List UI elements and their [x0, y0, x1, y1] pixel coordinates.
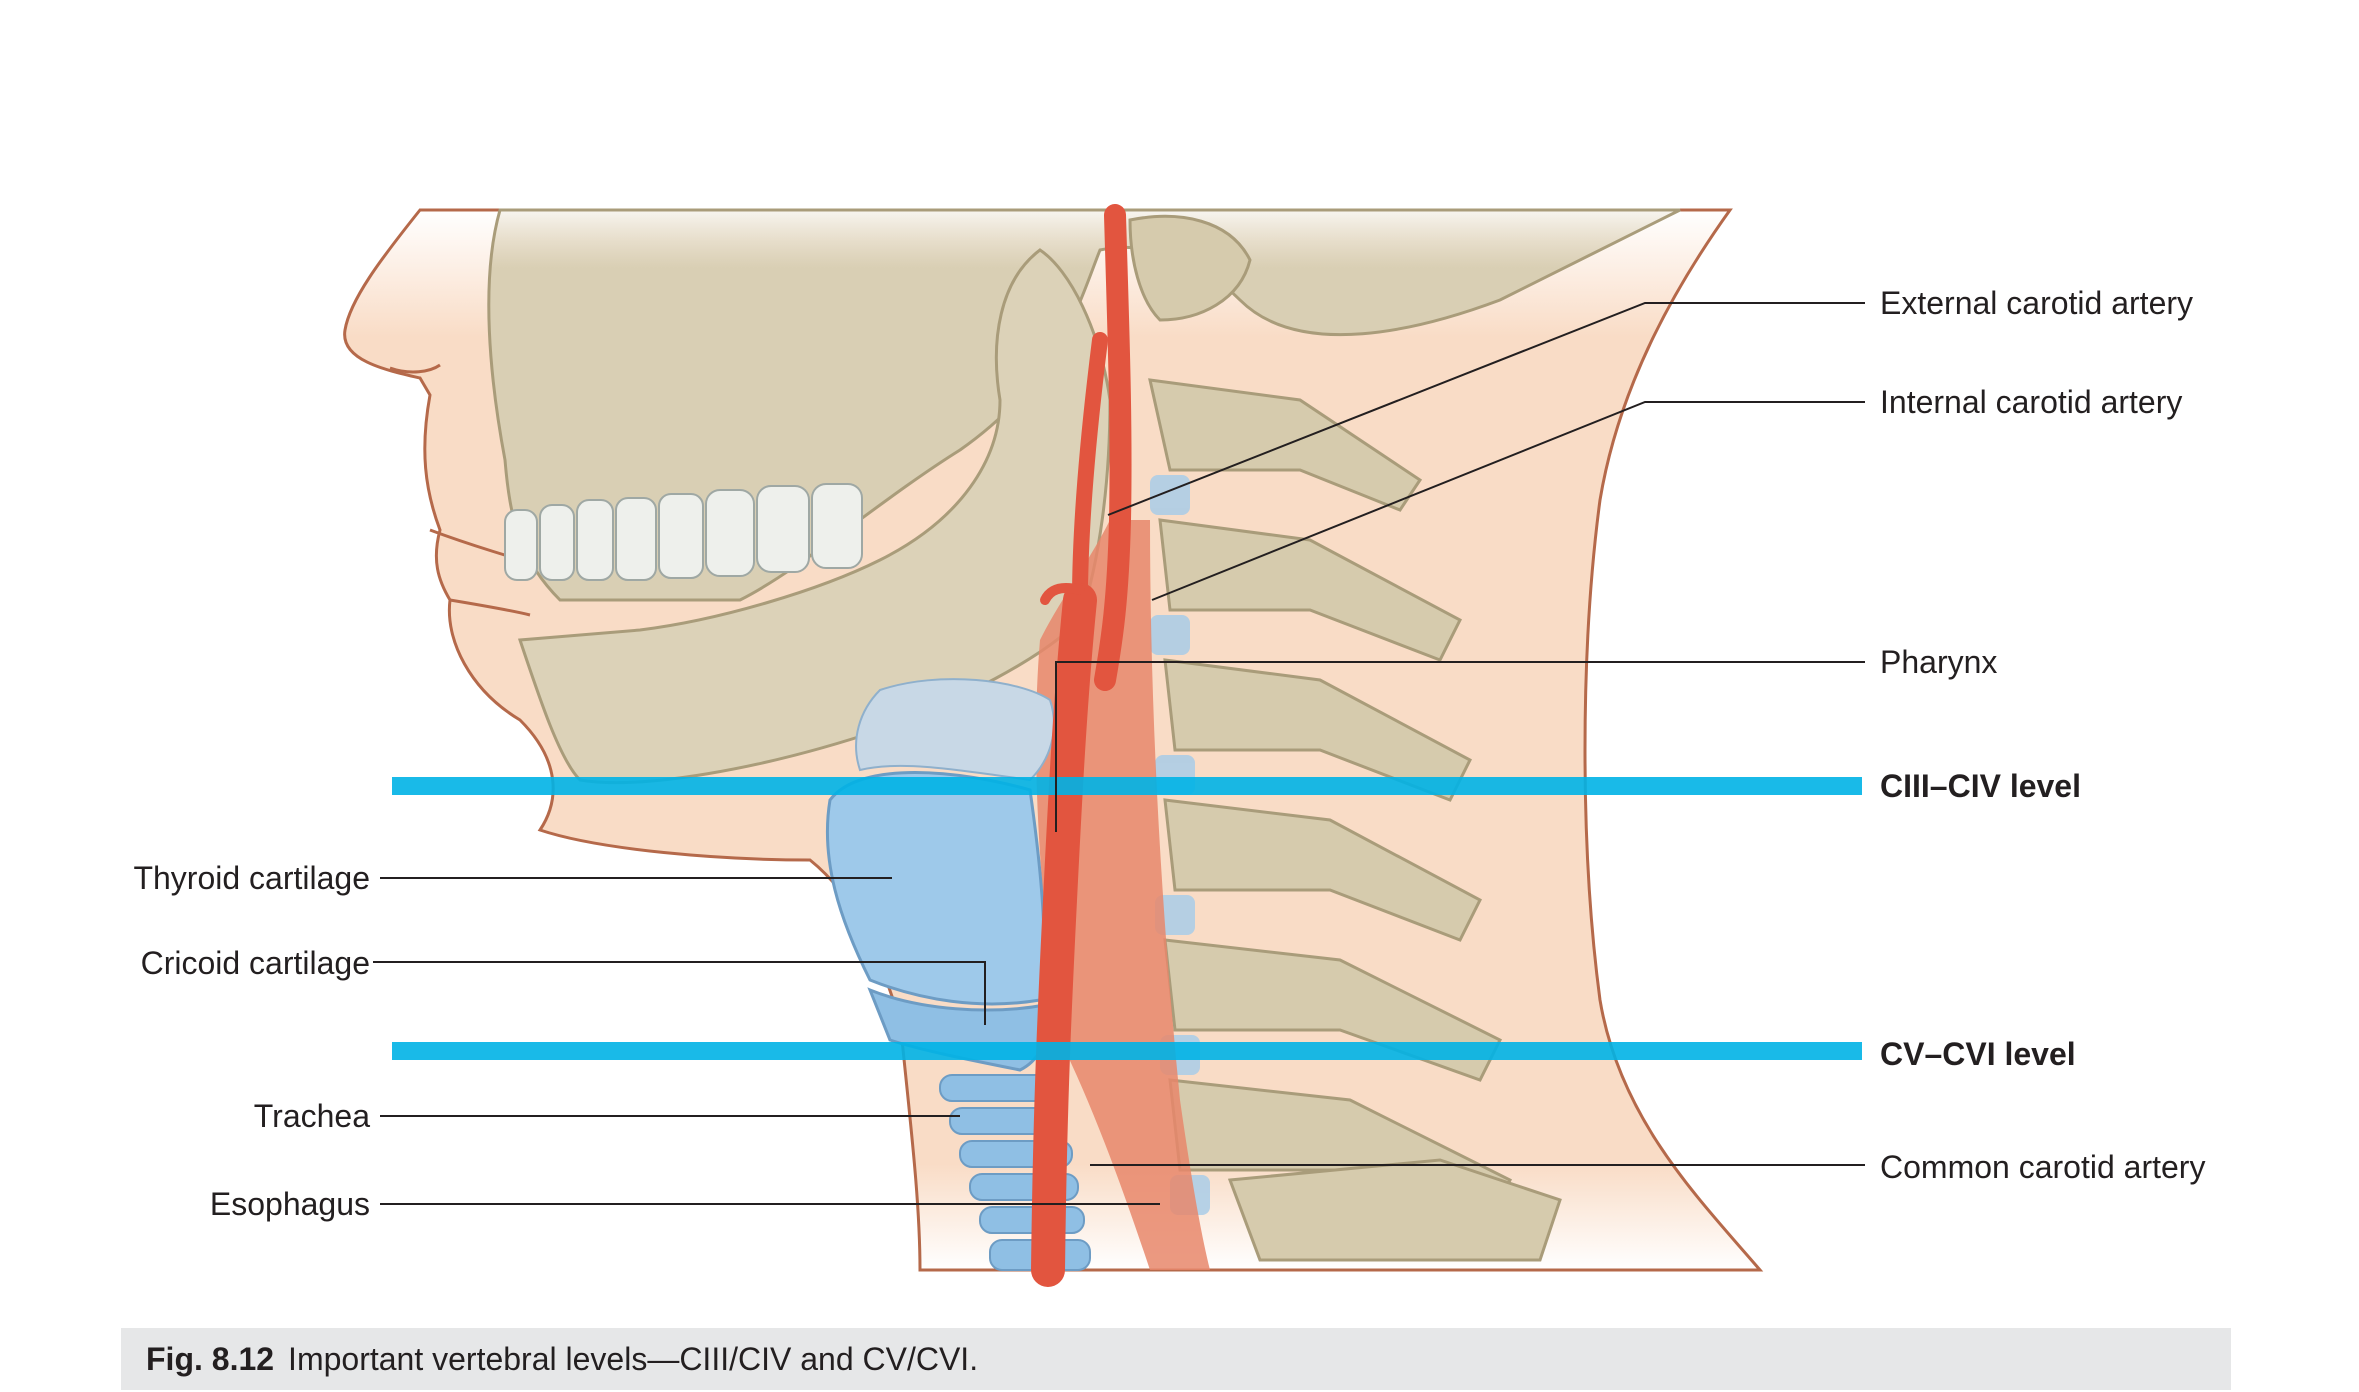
- label-ciii-civ-level: CIII–CIV level: [1880, 768, 2081, 804]
- leader-cricoid: [373, 961, 986, 1025]
- label-common-carotid-artery: Common carotid artery: [1880, 1149, 2206, 1185]
- lip-outline-lower: [449, 598, 531, 617]
- nose-outline: [389, 363, 441, 374]
- figure-number: Fig. 8.12: [146, 1341, 275, 1377]
- label-external-carotid-artery: External carotid artery: [1880, 285, 2194, 321]
- ciii-civ-level-line: [392, 777, 1862, 795]
- label-internal-carotid-artery: Internal carotid artery: [1880, 384, 2183, 420]
- label-thyroid-cartilage: Thyroid cartilage: [133, 860, 370, 896]
- cv-cvi-level-line: [392, 1042, 1862, 1060]
- label-cricoid-cartilage: Cricoid cartilage: [140, 945, 370, 981]
- caption-text: Important vertebral levels—CIII/CIV and …: [288, 1341, 979, 1377]
- teeth: [504, 483, 863, 581]
- figure-caption: Fig. 8.12 Important vertebral levels—CIII…: [146, 1337, 978, 1381]
- leader-int-carotid: [1151, 401, 1865, 601]
- caption-bar: [121, 1328, 2231, 1390]
- label-esophagus: Esophagus: [209, 1186, 370, 1222]
- label-pharynx: Pharynx: [1880, 644, 1998, 680]
- leader-pharynx: [1055, 661, 1865, 832]
- hyoid-region: [855, 678, 1055, 782]
- leader-lines-right: [1055, 302, 1865, 1166]
- label-trachea: Trachea: [253, 1098, 370, 1134]
- carotid-arteries: [1031, 204, 1132, 1287]
- thyroid-cartilage: [825, 771, 1046, 1006]
- label-cv-cvi-level: CV–CVI level: [1880, 1036, 2076, 1072]
- leader-lines-left: [373, 877, 1160, 1205]
- leader-ext-carotid: [1107, 302, 1865, 516]
